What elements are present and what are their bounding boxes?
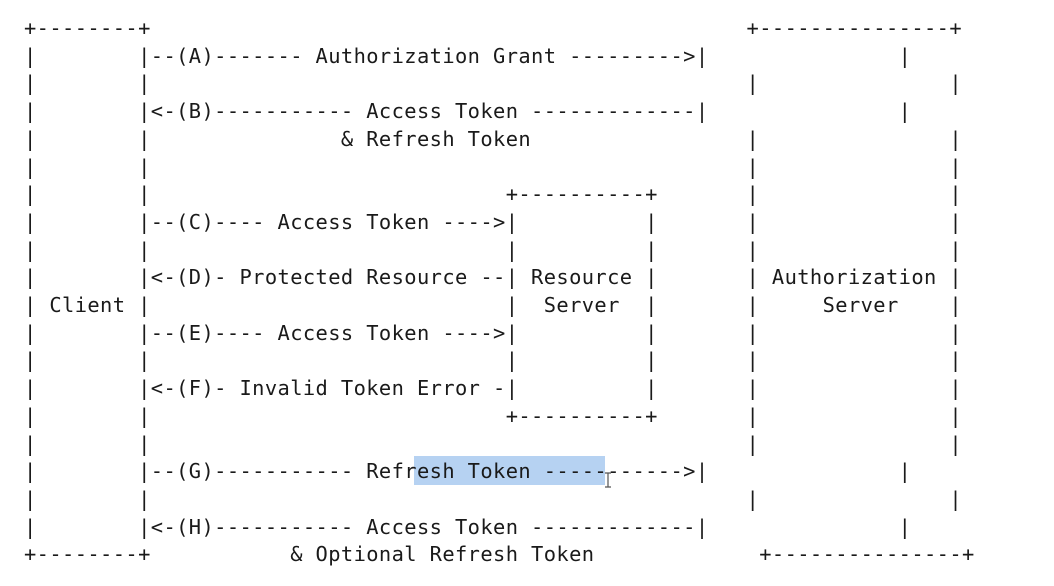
diagram-line-11: | |--(E)---- Access Token ---->| | | | (24, 320, 963, 345)
diagram-line-5: | | | | (24, 154, 963, 179)
diagram-line-1: | |--(A)------- Authorization Grant ----… (24, 43, 912, 68)
text-cursor-icon (605, 472, 611, 488)
diagram-line-3: | |<-(B)----------- Access Token -------… (24, 99, 912, 124)
diagram-line-18: | |<-(H)----------- Access Token -------… (24, 514, 912, 539)
diagram-line-2: | | | | (24, 71, 963, 96)
diagram-line-19: +--------+ & Optional Refresh Token +---… (24, 542, 975, 567)
diagram-line-6: | | +----------+ | | (24, 182, 963, 207)
diagram-line-9: | |<-(D)- Protected Resource --| Resourc… (24, 265, 963, 290)
diagram-line-12: | | | | | | (24, 348, 963, 373)
diagram-line-7: | |--(C)---- Access Token ---->| | | | (24, 209, 963, 234)
text-selection-highlight (414, 456, 605, 485)
diagram-line-17: | | | | (24, 486, 963, 511)
diagram-line-14: | | +----------+ | | (24, 403, 963, 428)
diagram-line-15: | | | | (24, 431, 963, 456)
diagram-line-10: | Client | | Server | | Server | (24, 293, 963, 317)
diagram-line-16: | |--(G)----------- Refresh Token ------… (24, 459, 912, 484)
diagram-line-8: | | | | | | (24, 237, 963, 262)
diagram-line-0: +--------+ +---------------+ (24, 16, 963, 40)
diagram-line-13: | |<-(F)- Invalid Token Error -| | | | (24, 376, 963, 401)
diagram-line-4: | | & Refresh Token | | (24, 126, 963, 151)
